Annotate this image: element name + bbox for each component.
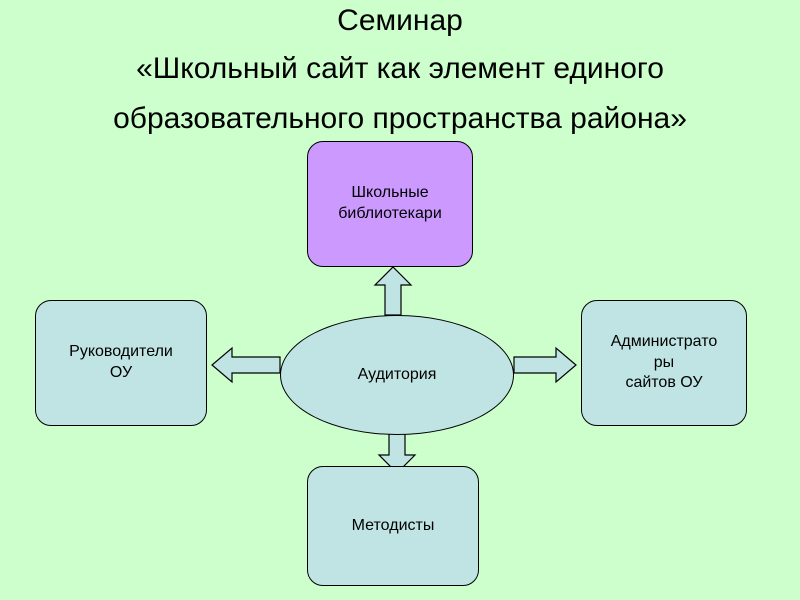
title-line-1: Семинар <box>337 4 463 37</box>
center-audience: Аудитория <box>280 315 514 435</box>
arrow-right <box>513 346 577 384</box>
title-line-2: «Школьный сайт как элемент единого <box>136 52 664 85</box>
node-heads-of-institutions: Руководители ОУ <box>35 300 207 426</box>
title-line-3: образовательного пространства района» <box>113 102 687 135</box>
node-site-administrators: Администрато ры сайтов ОУ <box>581 300 747 426</box>
center-label: Аудитория <box>357 366 437 383</box>
node-methodologists: Методисты <box>307 466 479 586</box>
arrow-left <box>211 346 281 384</box>
node-school-librarians: Школьные библиотекари <box>307 141 473 267</box>
arrow-up <box>373 266 413 316</box>
